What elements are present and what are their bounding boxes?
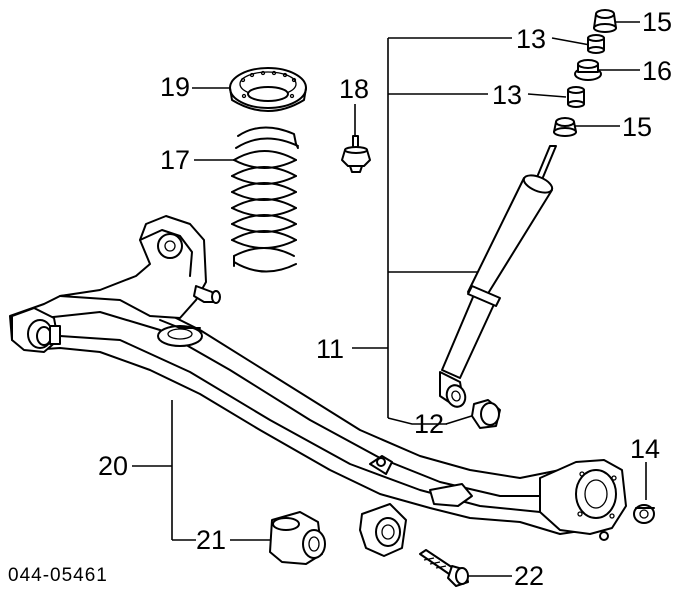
callout-11: 11	[316, 334, 345, 364]
reference-code: 044-05461	[8, 565, 108, 586]
leader-lines	[132, 21, 647, 577]
callout-13-lower: 13	[492, 80, 523, 110]
callout-14: 14	[630, 434, 661, 464]
callout-16: 16	[642, 56, 673, 86]
callout-21: 21	[196, 525, 227, 555]
axle-beam-drawing	[9, 215, 627, 557]
coil-spring-drawing	[231, 126, 299, 273]
bushing-drawing	[269, 511, 326, 565]
shock-absorber-drawing	[439, 145, 557, 408]
bolt-drawing	[419, 549, 469, 587]
callout-18: 18	[339, 74, 370, 104]
lower-bushing-drawing	[471, 399, 501, 429]
callout-20: 20	[98, 451, 129, 481]
callout-17: 17	[160, 145, 191, 175]
spring-seat-drawing	[229, 67, 307, 112]
callout-22: 22	[514, 561, 545, 591]
upper-mount-parts-drawing	[553, 9, 617, 137]
callout-13-upper: 13	[516, 24, 547, 54]
callout-19: 19	[160, 72, 191, 102]
callout-12: 12	[414, 409, 445, 439]
bump-stopper-drawing	[341, 135, 371, 173]
callout-15-upper: 15	[642, 7, 673, 37]
callout-15-lower: 15	[622, 112, 653, 142]
nut-drawing	[633, 504, 655, 524]
